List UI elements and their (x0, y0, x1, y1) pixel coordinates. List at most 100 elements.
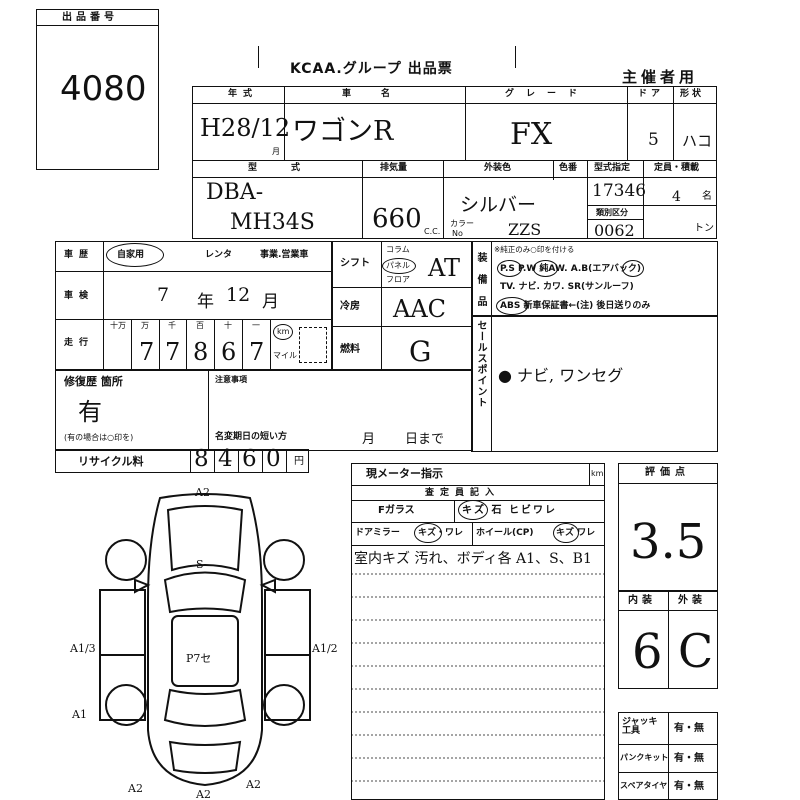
business-option: 事業.営業車 (260, 250, 309, 260)
shift-value: AT (428, 254, 461, 282)
fuel-label: 燃料 (340, 344, 360, 355)
shape-value: ハコ (682, 132, 713, 150)
lot-label: 出品番号 (62, 12, 118, 23)
equipment-label: 装備品 (475, 252, 486, 318)
equipment-table (471, 241, 718, 317)
model-label: 型式 (248, 163, 335, 173)
mark-roof: P7セ (186, 652, 211, 665)
year-label: 年式 (228, 89, 259, 99)
interior-value: 6 (632, 624, 663, 680)
year-value: H28/12 (200, 114, 291, 142)
shift-panel-circle (382, 258, 416, 274)
meter-label: 現メーター指示 (366, 467, 443, 480)
usage-label: 車歴 (64, 250, 95, 260)
color-label: 外装色 (484, 163, 512, 173)
km-label: km (277, 327, 290, 336)
recycle-digit-4: 0 (266, 446, 281, 472)
rental-option: レンタ (205, 250, 233, 260)
capacity-label: 定員・積載 (654, 163, 700, 173)
mirror-label: ドアミラー (355, 528, 400, 538)
notes-rule-lines (351, 573, 605, 782)
grade-value: FX (510, 117, 553, 152)
spare-label: スペアタイヤ (620, 781, 668, 790)
mileage-unit-1: 十万 (110, 321, 126, 330)
mileage-digit-5: 6 (221, 338, 237, 366)
repair-note: (有の場合は○印を) (64, 433, 134, 442)
persons-unit: 名 (702, 191, 712, 202)
fuel-value: G (409, 335, 432, 368)
car-diagram: A2 S P7セ A1/3 A1/2 A1 A2 A2 A2 (69, 486, 338, 800)
mileage-digit-2: 7 (139, 338, 155, 366)
recycle-unit: 円 (294, 456, 304, 467)
recycle-digit-3: 6 (242, 446, 257, 472)
doors-value: 5 (648, 130, 659, 150)
model-value-2: MH34S (230, 210, 315, 235)
displacement-value: 660 (372, 204, 422, 234)
usage-table (55, 241, 333, 371)
color-value: シルバー (460, 194, 537, 216)
puncture-label: パンクキット (620, 753, 669, 762)
transfer-month: 月 (362, 432, 376, 447)
mileage-digit-3: 7 (165, 338, 181, 366)
year-unit: 年 (197, 292, 214, 312)
shift-label: シフト (340, 258, 370, 269)
mileage-label: 走行 (64, 338, 95, 348)
repair-value: 有 (78, 398, 102, 426)
exterior-value: C (678, 624, 714, 678)
recycle-label: リサイクル料 (78, 455, 144, 468)
lot-number: 4080 (60, 69, 147, 109)
mileage-unit-4: 百 (196, 321, 204, 330)
exterior-label: 外装 (678, 595, 706, 606)
equipment-line-3: ABS 新車保証書←(注) 後日送りのみ (500, 301, 651, 311)
class-label: 類別区分 (596, 208, 628, 217)
ton-unit: トン (694, 223, 714, 234)
color-no-label: 色番 (559, 163, 578, 173)
mark-rear: A2 (195, 788, 211, 800)
private-circle (106, 243, 164, 267)
organizer-label: 主催者用 (622, 68, 699, 86)
interior-label: 内装 (628, 595, 656, 606)
recycle-table (55, 449, 309, 473)
grade-label: グレード (505, 89, 590, 99)
cc-unit: C.C. (424, 227, 441, 236)
mile-label: マイル (273, 351, 297, 360)
glass-options: キズ 石 ヒビワレ (462, 505, 557, 516)
sales-point-label: セールスポイント (475, 320, 486, 408)
mark-front: A2 (194, 486, 210, 499)
score-box (618, 463, 718, 591)
mileage-digit-4: 8 (193, 338, 209, 366)
mileage-digit-6: 7 (249, 338, 265, 366)
color-code-value: ZZS (508, 220, 542, 239)
sales-point-text: ● ナビ, ワンセグ (498, 366, 624, 385)
equipment-note: ※純正のみ○印を付ける (494, 245, 575, 254)
inspection-month: 12 (226, 284, 251, 306)
type-designation-value: 17346 (592, 181, 647, 201)
glass-label: Fガラス (378, 505, 415, 516)
inspection-label: 車検 (64, 291, 95, 301)
puncture-value: 有・無 (674, 753, 704, 764)
model-value-1: DBA- (206, 180, 264, 205)
displacement-label: 排気量 (380, 163, 408, 173)
type-designation-label: 型式指定 (594, 163, 631, 173)
car-info-table (192, 86, 717, 239)
color-code-label: カラー (450, 219, 474, 228)
recycle-digit-2: 4 (218, 446, 233, 472)
doors-label: ドア (638, 89, 665, 99)
inspector-title: 査定員記入 (425, 488, 501, 498)
ac-value: AAC (393, 295, 447, 323)
name-label: 車名 (342, 89, 421, 99)
ac-label: 冷房 (340, 301, 360, 312)
capacity-value: 4 (672, 189, 681, 205)
drive-table (331, 241, 473, 371)
mark-rear-right: A2 (245, 778, 261, 791)
mileage-unit-5: 十 (224, 321, 232, 330)
sales-point-box (471, 315, 718, 452)
car-name-value: ワゴンR (292, 116, 394, 147)
month-unit-inspection: 月 (262, 292, 279, 312)
score-value: 3.5 (630, 514, 707, 570)
mileage-unit-6: 一 (252, 321, 260, 330)
color-code-label-2: No (452, 229, 463, 238)
shift-floor: フロア (386, 275, 410, 284)
mark-hood: S (196, 558, 204, 571)
mileage-unit-2: 万 (141, 321, 149, 330)
